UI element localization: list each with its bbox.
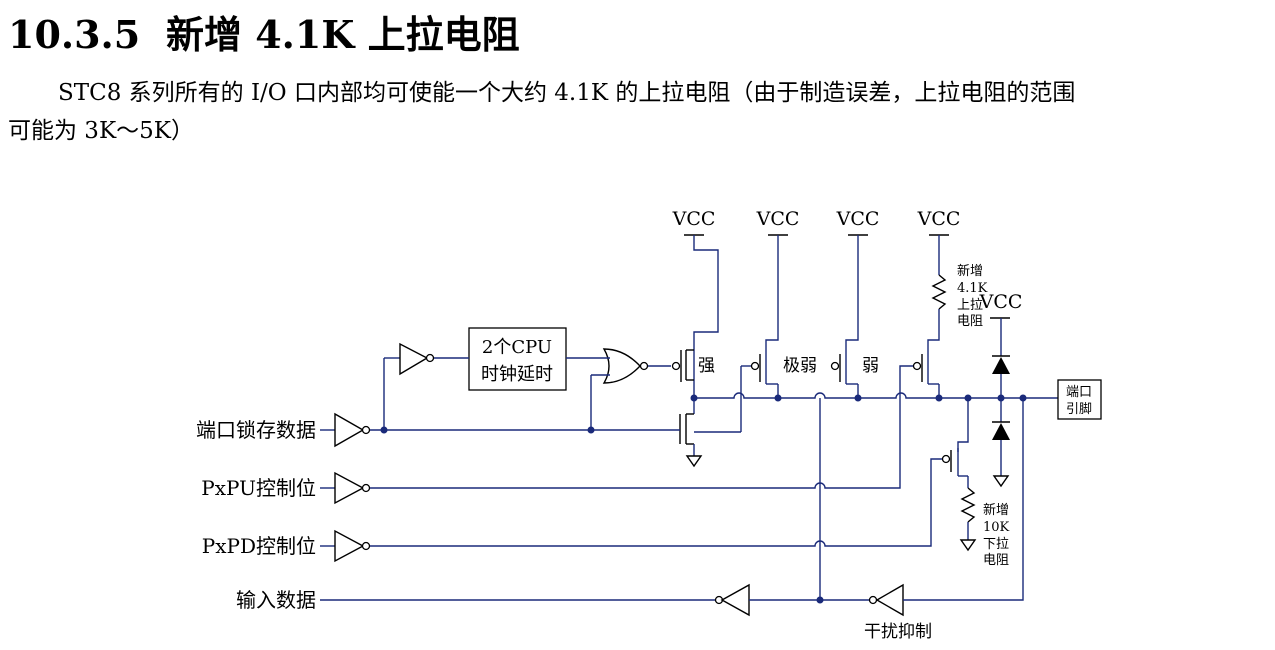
weak-supply-wire [845, 235, 859, 352]
section-title: 新增 4.1K 上拉电阻 [166, 12, 520, 57]
pullup-label-line-2: 4.1K [957, 281, 988, 296]
pullup-resistor-4k1 [912, 235, 947, 398]
pxpd-path [320, 458, 942, 563]
pullup-label-line-4: 电阻 [957, 314, 983, 329]
extra-weak-label: 极弱 [783, 356, 817, 376]
pullup-label-line-1: 新增 [957, 263, 983, 279]
strong-supply-wire [693, 235, 719, 348]
delay-box-line-1: 2个CPU [482, 337, 552, 358]
section-heading: 10.3.5 新增 4.1K 上拉电阻 [8, 4, 520, 59]
delay-box-line-2: 时钟延时 [481, 364, 553, 385]
port-pin-label-line-2: 引脚 [1066, 401, 1092, 417]
section-number: 10.3.5 [8, 12, 141, 57]
intro-paragraph: STC8 系列所有的 I/O 口内部均可使能一个大约 4.1K 的上拉电阻（由于… [8, 74, 1270, 150]
vcc-label-strong: VCC [672, 208, 716, 230]
port-pin-label-line-1: 端口 [1066, 385, 1092, 400]
latch-path [320, 342, 680, 448]
output-bus [690, 392, 1058, 402]
pulldown-resistor-10k [941, 398, 977, 552]
or-gate [566, 348, 671, 430]
pulldown-label-line-3: 下拉 [983, 537, 1009, 552]
interference-suppression-label: 干扰抑制 [864, 622, 932, 642]
input-data-path [320, 398, 1024, 617]
vcc-label-weak: VCC [836, 208, 880, 230]
weak-label: 弱 [862, 356, 879, 376]
extra-weak-supply-wire [765, 235, 779, 352]
weak-pmos-transistor [830, 352, 859, 398]
extra-weak-pmos-transistor [750, 352, 779, 398]
strong-nmos-transistor [679, 365, 751, 468]
pulldown-label-line-2: 10K [983, 520, 1010, 535]
port-pin-box [1057, 379, 1102, 420]
vcc-label-diode: VCC [979, 291, 1023, 313]
pxpu-label: PxPU控制位 [201, 476, 316, 500]
pulldown-label-line-4: 电阻 [983, 553, 1009, 568]
strong-pmos-transistor [671, 348, 695, 396]
input-data-label: 输入数据 [236, 588, 316, 612]
pxpu-path [320, 365, 913, 505]
strong-label: 强 [698, 356, 715, 376]
cpu-delay-box [468, 327, 567, 391]
pxpd-label: PxPD控制位 [202, 534, 316, 558]
paragraph-line-1: STC8 系列所有的 I/O 口内部均可使能一个大约 4.1K 的上拉电阻（由于… [58, 80, 1076, 106]
paragraph-line-2: 可能为 3K～5K） [8, 118, 194, 144]
protection-diodes [992, 318, 1010, 488]
pulldown-label-line-1: 新增 [983, 502, 1009, 518]
vcc-label-pullup: VCC [917, 208, 961, 230]
latch-data-label: 端口锁存数据 [196, 418, 316, 442]
vcc-label-extra-weak: VCC [756, 208, 800, 230]
pullup-label-line-3: 上拉 [957, 298, 983, 313]
